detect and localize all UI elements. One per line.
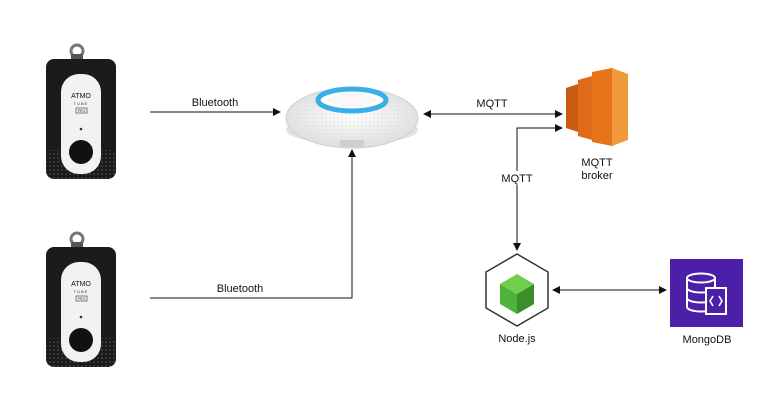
edge-label-bluetooth-2: Bluetooth (217, 283, 263, 295)
nodejs-label: Node.js (498, 333, 536, 345)
sensor-device-2: ATMO TUBE PRO (46, 231, 116, 367)
edge-label-mqtt-2: MQTT (501, 173, 532, 185)
sensor-brand-line1: ATMO (71, 281, 91, 288)
nodejs-icon (485, 253, 549, 327)
sensor-brand-line1: ATMO (71, 93, 91, 100)
mongodb-label: MongoDB (683, 334, 732, 346)
edge-label-bluetooth-1: Bluetooth (192, 97, 238, 109)
edge-sensor2-gateway (150, 149, 356, 299)
mqtt-broker-icon (566, 68, 628, 146)
mongodb-icon (670, 259, 743, 327)
sensor-badge: PRO (78, 109, 86, 113)
sensor-button (69, 140, 93, 164)
gateway-device (285, 86, 419, 149)
sensor-button (69, 328, 93, 352)
sensor-badge: PRO (78, 297, 86, 301)
broker-label-line2: broker (581, 170, 613, 182)
broker-label-line1: MQTT (581, 157, 612, 169)
sensor-brand-line2: TUBE (74, 101, 89, 106)
edge-label-mqtt-1: MQTT (476, 98, 507, 110)
sensor-brand-line2: TUBE (74, 289, 89, 294)
sensor-device-1: ATMO TUBE PRO (46, 43, 116, 179)
edge-broker-node (513, 124, 563, 251)
